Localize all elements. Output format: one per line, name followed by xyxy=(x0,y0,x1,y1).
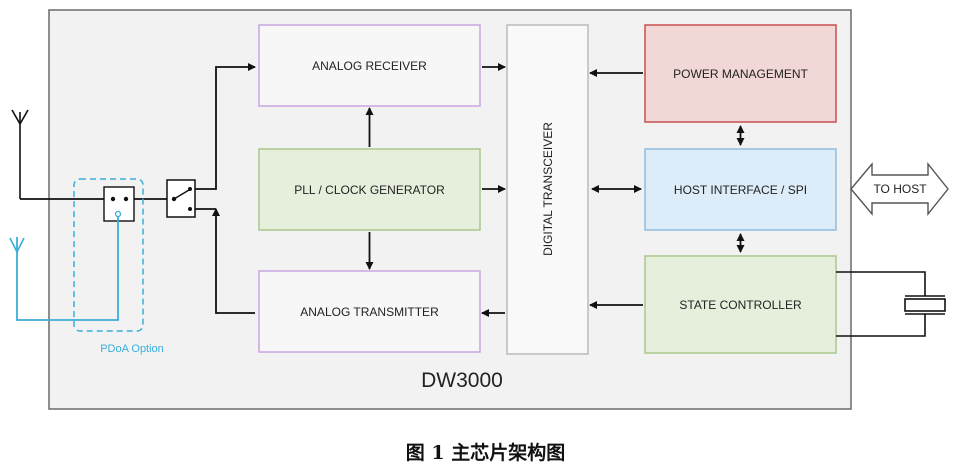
signal-arrows xyxy=(365,63,745,317)
pdoa-dashed-box xyxy=(73,178,144,332)
digital-transceiver-block: DIGITAL TRANSCEIVER xyxy=(506,24,589,355)
crystal-icon xyxy=(836,271,946,337)
power-management-label: POWER MANAGEMENT xyxy=(673,67,808,81)
pdoa-antenna-icon xyxy=(9,237,25,253)
power-management-block: POWER MANAGEMENT xyxy=(644,24,837,123)
analog-receiver-block: ANALOG RECEIVER xyxy=(258,24,481,107)
host-interface-block: HOST INTERFACE / SPI xyxy=(644,148,837,231)
analog-receiver-label: ANALOG RECEIVER xyxy=(312,59,427,73)
pdoa-option-label: PDoA Option xyxy=(100,343,164,355)
chip-name: DW3000 xyxy=(421,369,503,392)
pdoa-option: PDoA Option xyxy=(9,178,164,355)
analog-transmitter-block: ANALOG TRANSMITTER xyxy=(258,270,481,353)
to-host-label: TO HOST xyxy=(873,182,927,196)
state-controller-block: STATE CONTROLLER xyxy=(644,255,837,354)
to-host-arrow: TO HOST xyxy=(850,162,949,216)
rf-switch xyxy=(166,179,196,218)
pdoa-line xyxy=(16,216,119,321)
pdoa-switch xyxy=(103,186,135,222)
state-controller-label: STATE CONTROLLER xyxy=(679,298,802,312)
host-interface-label: HOST INTERFACE / SPI xyxy=(674,183,807,197)
pll-clock-generator-label: PLL / CLOCK GENERATOR xyxy=(294,183,445,197)
digital-transceiver-label: DIGITAL TRANSCEIVER xyxy=(541,122,555,256)
pll-clock-generator-block: PLL / CLOCK GENERATOR xyxy=(258,148,481,231)
analog-transmitter-label: ANALOG TRANSMITTER xyxy=(300,305,439,319)
antenna-icon xyxy=(11,109,29,199)
figure-caption: 图 1 主芯片架构图 xyxy=(405,442,566,464)
